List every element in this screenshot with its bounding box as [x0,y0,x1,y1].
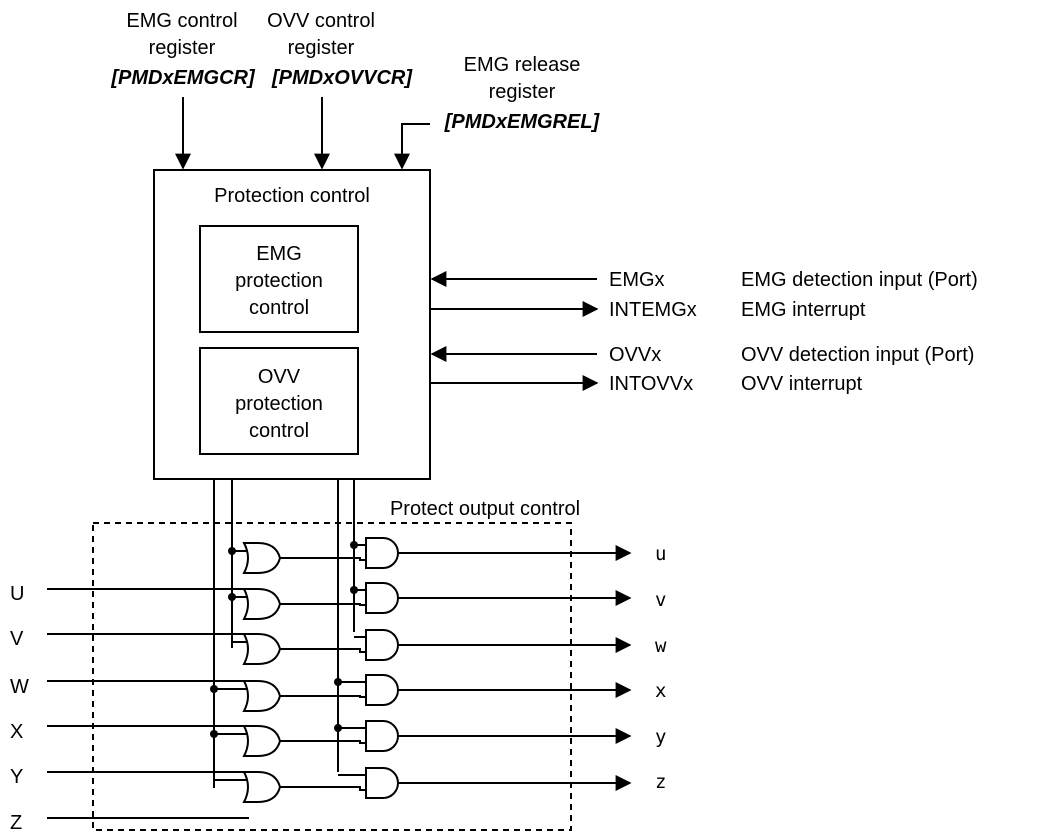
or-gate-y [242,725,282,757]
output-labels: u v w x y z [655,543,667,793]
input-label-z: Z [10,812,22,834]
svg-text:register: register [489,81,556,103]
emg-protection-control-block [199,225,359,333]
output-label-w: w [655,635,667,657]
or-gate-w [242,633,282,665]
and-gate-u [365,537,399,569]
output-label-y: y [655,726,666,748]
junction-dot-and-y [334,724,342,732]
or-to-and-wire-u [280,557,366,561]
svg-text:register: register [149,37,216,59]
emg-release-register-label: EMG release register [PMDxEMGREL] [444,54,601,133]
or-to-and-wire-v [280,603,366,606]
signal-intemgx-desc: EMG interrupt [741,299,866,321]
and-gate-x [365,674,399,706]
protect-output-control-title: Protect output control [390,498,580,520]
input-label-w: W [10,676,29,698]
output-label-x: x [655,680,666,702]
svg-text:EMG: EMG [256,243,302,265]
or-gate-u [242,542,282,574]
signal-intovvx: INTOVVx [609,373,693,395]
or-gate-x [242,680,282,712]
and-gate-y [365,720,399,752]
or-to-and-wire-z [280,786,366,791]
emg-release-arrow [394,123,430,170]
and-gate-w [365,629,399,661]
ovv-protection-control-block [199,347,359,455]
svg-text:OVV: OVV [258,366,301,388]
input-label-u: U [10,583,24,605]
junction-dot-and-x [334,678,342,686]
junction-dot-or-x [210,685,218,693]
emg-control-register-label: EMG control register [PMDxEMGCR] [110,10,256,89]
output-label-z: z [655,771,666,793]
input-labels: U V W X Y Z [10,583,29,834]
output-label-v: v [655,589,666,611]
svg-text:OVV control: OVV control [267,10,375,32]
signal-emgx: EMGx [609,269,665,291]
signal-emgx-desc: EMG detection input (Port) [741,269,978,291]
output-label-u: u [655,543,666,565]
or-to-and-wire-x [280,695,366,698]
signal-intovvx-desc: OVV interrupt [741,373,863,395]
svg-text:[PMDxOVVCR]: [PMDxOVVCR] [271,67,413,89]
junction-dot-and-u [350,541,358,549]
junction-dot-and-v [350,586,358,594]
svg-text:register: register [288,37,355,59]
junction-dot-or-y [210,730,218,738]
protection-control-title: Protection control [214,185,370,207]
signal-ovvx: OVVx [609,344,661,366]
protect-output-control-region [92,522,572,831]
signal-ovvx-desc: OVV detection input (Port) [741,344,974,366]
or-to-and-wire-y [280,740,366,744]
junction-dot-or-v [228,593,236,601]
input-label-x: X [10,721,23,743]
and-gate-z [365,767,399,799]
or-gate-v [242,588,282,620]
signal-intemgx: INTEMGx [609,299,697,321]
svg-text:protection: protection [235,270,323,292]
svg-text:[PMDxEMGREL]: [PMDxEMGREL] [444,111,601,133]
svg-text:EMG release: EMG release [464,54,581,76]
svg-text:control: control [249,420,309,442]
input-label-v: V [10,628,24,650]
svg-text:[PMDxEMGCR]: [PMDxEMGCR] [110,67,256,89]
svg-text:protection: protection [235,393,323,415]
logic-gates [47,537,632,819]
or-to-and-wire-w [280,648,366,653]
input-label-y: Y [10,766,23,788]
svg-text:control: control [249,297,309,319]
or-gate-z [242,771,282,803]
and-gate-v [365,582,399,614]
junction-dot-or-u [228,547,236,555]
svg-text:EMG control: EMG control [126,10,237,32]
ovv-control-register-label: OVV control register [PMDxOVVCR] [267,10,413,89]
